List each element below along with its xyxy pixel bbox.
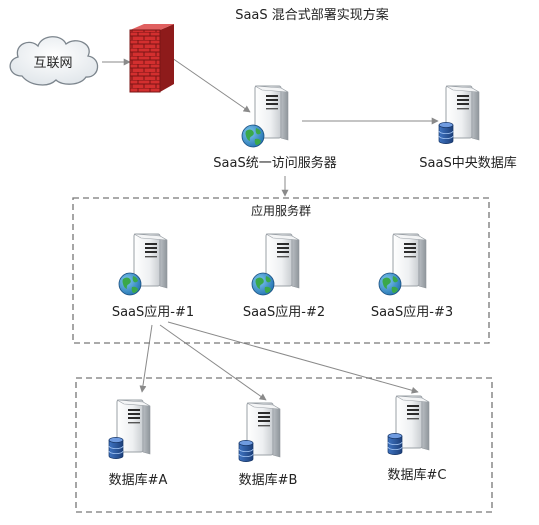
firewall-icon — [129, 24, 174, 93]
app-node: SaaS应用-#3 — [371, 233, 453, 320]
database-node: 数据库#A — [108, 399, 168, 488]
database-icon — [108, 436, 124, 460]
app-label: SaaS应用-#1 — [112, 304, 194, 320]
globe-icon — [378, 272, 402, 296]
database-label: 数据库#C — [388, 467, 447, 483]
internet-node: 互联网 — [9, 36, 99, 86]
database-group: 数据库#A 数据库#B 数据库#C — [75, 377, 493, 513]
app-cluster-group: 应用服务群 SaaS应用-#1 SaaS应用-#2 SaaS应用-#3 — [72, 197, 490, 344]
connectors — [102, 57, 439, 401]
database-node: 数据库#C — [387, 395, 447, 483]
database-icon — [438, 122, 454, 145]
database-icon — [387, 432, 403, 456]
diagram-title: SaaS 混合式部署实现方案 — [235, 7, 389, 23]
database-label: 数据库#B — [239, 472, 298, 488]
edge-app1-dbc — [167, 321, 419, 394]
app-node: SaaS应用-#2 — [243, 233, 325, 320]
central-db-node: SaaS中央数据库 — [419, 85, 517, 171]
edge-app1-dbb — [159, 324, 267, 401]
access-server-node: SaaS统一访问服务器 — [213, 85, 337, 171]
edge-firewall-access — [171, 57, 251, 113]
app-node: SaaS应用-#1 — [112, 233, 194, 320]
edge-app1-dba — [139, 324, 153, 393]
access-server-label: SaaS统一访问服务器 — [213, 155, 336, 171]
cloud-icon — [9, 36, 99, 86]
globe-icon — [118, 272, 142, 296]
app-label: SaaS应用-#2 — [243, 304, 325, 320]
central-db-label: SaaS中央数据库 — [419, 155, 516, 171]
firewall-node — [129, 24, 174, 93]
app-label: SaaS应用-#3 — [371, 304, 453, 320]
internet-label: 互联网 — [33, 56, 72, 71]
database-group-border — [75, 377, 493, 513]
database-icon — [238, 439, 254, 463]
globe-icon — [251, 272, 275, 296]
database-node: 数据库#B — [238, 402, 298, 488]
app-cluster-label: 应用服务群 — [251, 203, 311, 218]
database-label: 数据库#A — [109, 472, 168, 488]
globe-icon — [241, 124, 265, 148]
